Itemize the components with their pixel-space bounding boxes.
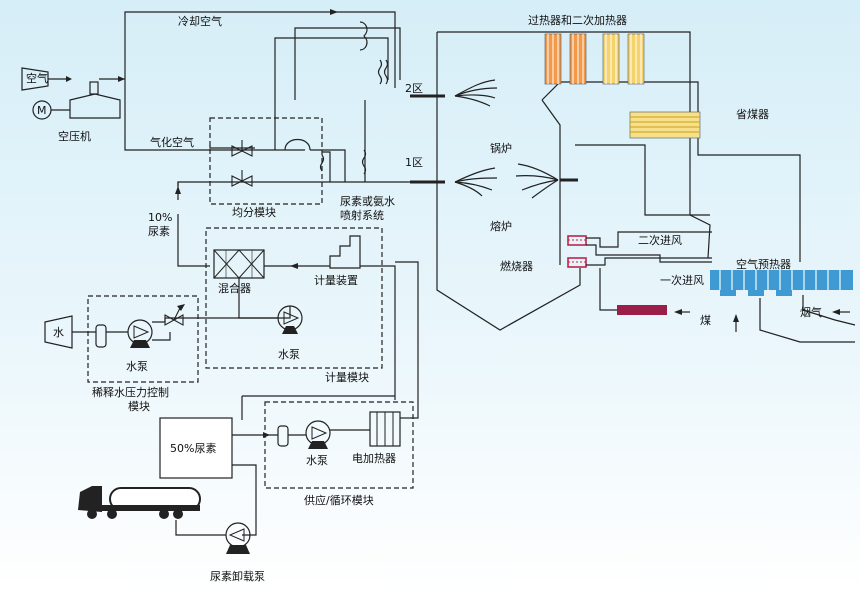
label-urea50: 50%尿素 — [170, 442, 216, 455]
metering-device — [329, 235, 361, 269]
dilution-module-box — [87, 295, 199, 383]
economizer-bundle — [629, 111, 701, 139]
label-superheater: 过热器和二次加热器 — [528, 13, 627, 27]
label-furnace: 熔炉 — [490, 219, 512, 233]
air-compressor — [21, 67, 121, 120]
injection-sprays — [410, 79, 578, 199]
boiler-outline — [436, 31, 856, 343]
label-split-module: 均分模块 — [232, 206, 276, 219]
urea-unload-pump — [225, 522, 251, 554]
label-urea-system-2: 喷射系统 — [340, 208, 384, 222]
label-urea10-1: 10% — [148, 211, 172, 224]
label-zone1: 1区 — [405, 156, 423, 169]
label-water-pump-2: 水泵 — [278, 348, 300, 361]
label-water-pump-3: 水泵 — [306, 454, 328, 467]
label-heater: 电加热器 — [352, 452, 396, 465]
label-motor: M — [37, 104, 47, 117]
pressure-valve — [164, 304, 185, 326]
label-water: 水 — [53, 326, 64, 339]
supply-module-box — [264, 401, 414, 489]
supply-water-pump — [305, 420, 331, 449]
water-source — [44, 315, 73, 349]
label-gasify-air: 气化空气 — [150, 135, 194, 149]
label-unload-pump: 尿素卸载泵 — [210, 569, 265, 583]
label-economizer: 省煤器 — [736, 108, 769, 121]
superheater-bundles — [544, 33, 645, 85]
split-module-valves — [231, 140, 253, 187]
coal-feeder — [617, 305, 667, 315]
label-mixer: 混合器 — [218, 281, 251, 295]
label-coal: 煤 — [700, 314, 711, 327]
air-lines — [99, 9, 401, 182]
label-supply-module: 供应/循环模块 — [304, 493, 374, 507]
electric-heater — [369, 411, 401, 447]
label-metering-module: 计量模块 — [325, 371, 369, 384]
label-water-pump-1: 水泵 — [126, 360, 148, 373]
supply-filter — [277, 425, 289, 447]
label-air-preheater: 空气预热器 — [736, 257, 791, 271]
label-dilution-2: 模块 — [128, 400, 150, 413]
flow-arrows — [674, 309, 850, 332]
water-filter — [95, 324, 107, 348]
label-secondary-air: 二次进风 — [638, 233, 682, 247]
label-dilution-1: 稀释水压力控制 — [92, 385, 169, 399]
label-flue-gas: 烟气 — [800, 305, 822, 319]
urea-tank — [159, 417, 233, 479]
label-primary-air: 一次进风 — [660, 273, 704, 287]
mixer — [213, 249, 265, 279]
split-module-box — [209, 117, 323, 205]
burner-ports — [567, 231, 712, 311]
tanker-truck-icon — [78, 486, 201, 519]
dilution-water-pump — [127, 319, 153, 348]
label-compressor: 空压机 — [58, 129, 91, 143]
label-urea10-2: 尿素 — [148, 225, 170, 238]
label-zone2: 2区 — [405, 82, 423, 95]
label-metering-device: 计量装置 — [314, 274, 358, 287]
label-boiler: 锅炉 — [490, 142, 512, 155]
urea-lines — [175, 100, 410, 267]
label-cooling-air: 冷却空气 — [178, 14, 222, 28]
label-urea-system-1: 尿素或氨水 — [340, 195, 395, 208]
label-air: 空气 — [26, 71, 48, 85]
metering-module-box — [205, 227, 383, 369]
air-preheater — [710, 270, 853, 296]
label-burner: 燃烧器 — [500, 259, 533, 273]
